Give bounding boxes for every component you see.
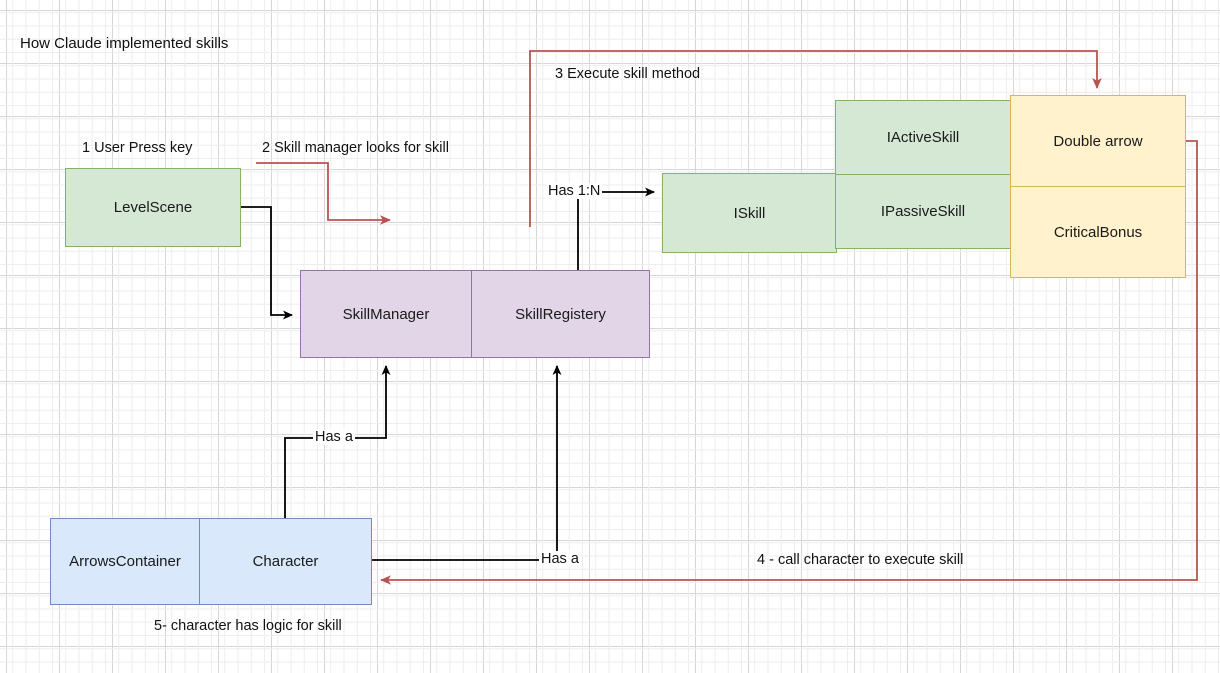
node-skillregistery[interactable]: SkillRegistery — [471, 270, 650, 358]
label-step1: 1 User Press key — [82, 140, 193, 156]
node-criticalbonus[interactable]: CriticalBonus — [1010, 186, 1186, 278]
node-double-arrow-label: Double arrow — [1053, 132, 1143, 150]
edge-step4-call-character — [380, 140, 1198, 585]
node-double-arrow[interactable]: Double arrow — [1010, 95, 1186, 187]
node-iactiveskill-label: IActiveSkill — [886, 129, 960, 146]
label-has-a-left: Has a — [313, 429, 355, 445]
label-step4: 4 - call character to execute skill — [757, 552, 964, 568]
edge-step3-execute-skill-method — [529, 50, 1102, 227]
node-iskill-label: ISkill — [733, 204, 766, 222]
page-title: How Claude implemented skills — [20, 35, 229, 52]
label-step3: 3 Execute skill method — [555, 66, 701, 82]
node-character-label: Character — [252, 553, 319, 570]
label-step2: 2 Skill manager looks for skill — [262, 140, 449, 156]
node-character[interactable]: Character — [199, 518, 372, 605]
node-iactiveskill[interactable]: IActiveSkill — [835, 100, 1011, 175]
node-levelscene-label: LevelScene — [113, 199, 193, 216]
node-levelscene[interactable]: LevelScene — [65, 168, 241, 247]
label-step5: 5- character has logic for skill — [154, 618, 342, 634]
node-ipassiveskill-label: IPassiveSkill — [880, 203, 966, 220]
node-skillmanager[interactable]: SkillManager — [300, 270, 472, 358]
edge-character-to-skillregistery — [372, 365, 562, 561]
edge-step2-skill-manager-looks — [256, 162, 391, 225]
node-criticalbonus-label: CriticalBonus — [1053, 223, 1143, 241]
label-has-1n: Has 1:N — [546, 183, 603, 199]
node-skillregistery-label: SkillRegistery — [515, 305, 606, 323]
edge-levelscene-to-skillmanager — [241, 206, 293, 320]
edge-skillregistery-to-iskill — [577, 187, 655, 270]
label-has-a-right: Has a — [539, 551, 581, 567]
node-skillmanager-label: SkillManager — [342, 305, 430, 323]
node-arrowscontainer[interactable]: ArrowsContainer — [50, 518, 200, 605]
node-iskill[interactable]: ISkill — [662, 173, 837, 253]
node-ipassiveskill[interactable]: IPassiveSkill — [835, 174, 1011, 249]
node-arrowscontainer-label: ArrowsContainer — [69, 553, 181, 570]
